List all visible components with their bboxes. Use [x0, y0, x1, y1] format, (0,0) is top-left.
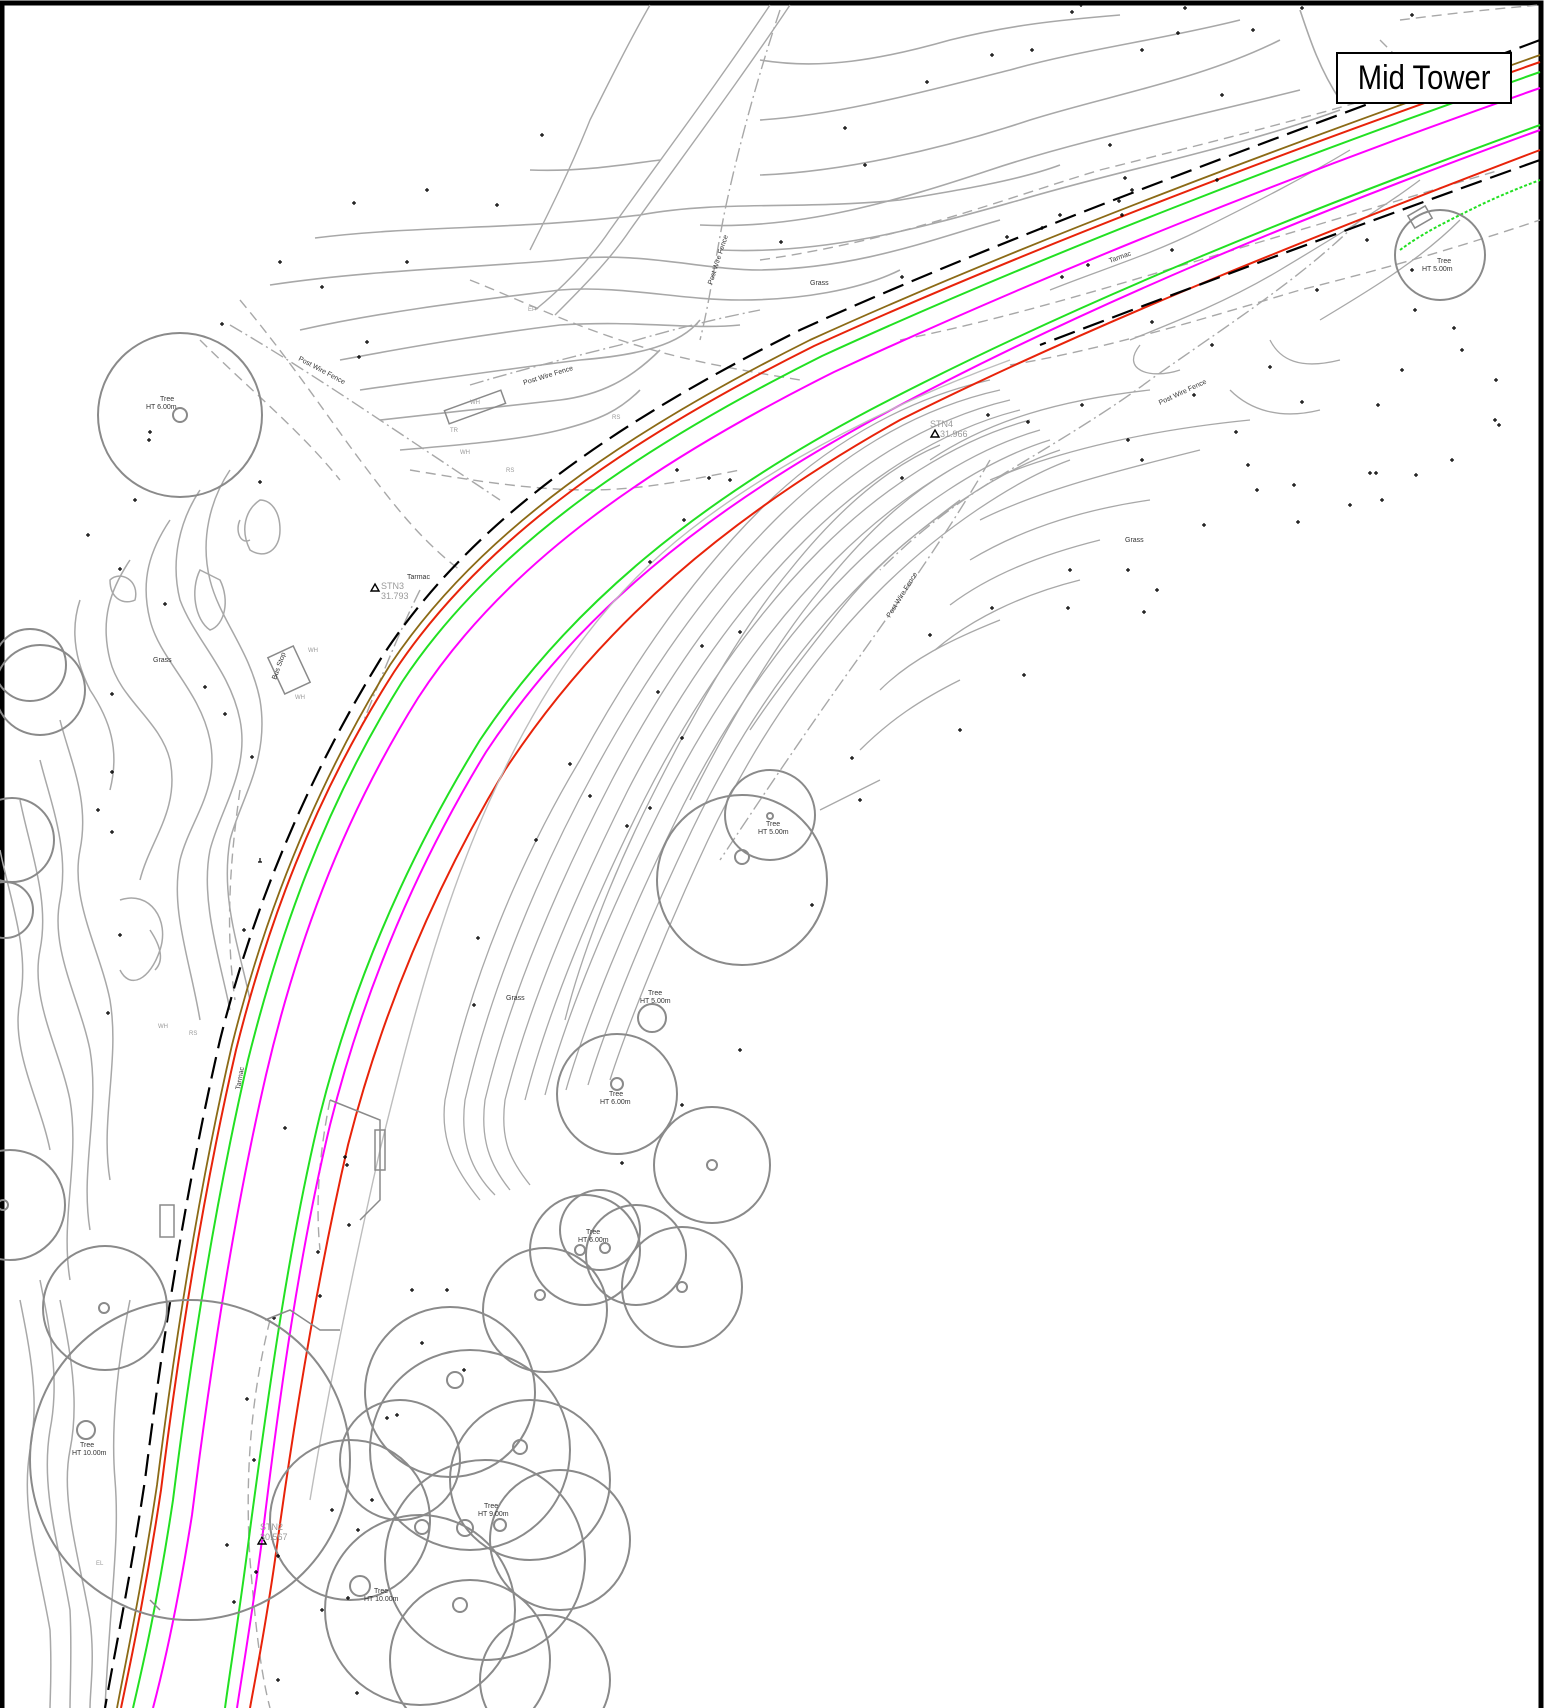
- label-station-name: STN4: [930, 419, 953, 429]
- small-features: [149, 204, 1434, 1611]
- label-wh: WH: [158, 1024, 168, 1030]
- label-wh: WH: [308, 648, 318, 654]
- label-tree: Tree: [80, 1442, 94, 1449]
- label-bus-stop: Bus Stop: [271, 651, 287, 680]
- label-tree-height: HT 5.00m: [640, 998, 671, 1005]
- label-station-level: 30.567: [260, 1532, 288, 1542]
- road-edge-dashed-outer: [103, 38, 1541, 1708]
- label-tree: Tree: [160, 396, 174, 403]
- tree-canopy: [97, 332, 263, 498]
- road-edge-dashed-inner: [1039, 158, 1541, 347]
- label-tarmac: Tarmac: [1108, 250, 1132, 265]
- label-wh: WH: [460, 450, 470, 456]
- map-title: Mid Tower: [1357, 58, 1491, 97]
- label-wh: WH: [470, 400, 480, 406]
- tree-canopies: [0, 209, 1486, 1708]
- road-alignment-red-2: [249, 149, 1541, 1708]
- label-tree-height: HT 9.00m: [478, 1511, 509, 1518]
- label-wh: WH: [295, 695, 305, 701]
- label-tree-height: HT 6.00m: [146, 404, 177, 411]
- label-el: EL: [96, 1561, 104, 1567]
- label-tree-height: HT 6.00m: [578, 1237, 609, 1244]
- label-ep: EP: [528, 307, 536, 313]
- map-labels: Tarmac Tarmac Tarmac Grass Grass Grass G…: [72, 234, 1453, 1603]
- label-fence: Post Wire Fence: [523, 365, 575, 387]
- contours-upper: [269, 9, 1341, 451]
- fence-lines: [229, 9, 1361, 861]
- label-tree-height: HT 6.00m: [600, 1099, 631, 1106]
- label-tree: Tree: [648, 990, 662, 997]
- label-grass: Grass: [810, 280, 829, 287]
- label-tarmac: Tarmac: [235, 1066, 246, 1090]
- label-rs: RS: [612, 415, 620, 421]
- label-fence: Post Wire Fence: [1158, 379, 1208, 407]
- label-station-name: STN2: [260, 1522, 283, 1532]
- spot-heights: [86, 3, 1501, 1695]
- tree-canopy: [656, 794, 828, 966]
- tree-canopy: [653, 1106, 771, 1224]
- label-tarmac: Tarmac: [407, 574, 430, 581]
- label-tree: Tree: [766, 821, 780, 828]
- label-tree: Tree: [586, 1229, 600, 1236]
- label-tree: Tree: [1437, 258, 1451, 265]
- label-tree-height: HT 10.00m: [364, 1596, 399, 1603]
- map-title-box: Mid Tower: [1336, 52, 1512, 104]
- label-fence: Post Wire Fence: [886, 571, 919, 619]
- label-tree-height: HT 10.00m: [72, 1450, 107, 1457]
- label-grass: Grass: [1125, 537, 1144, 544]
- tree-canopy: [556, 1033, 678, 1155]
- label-fence: Post Wire Fence: [707, 234, 730, 285]
- station-marker-stn3: [369, 582, 381, 592]
- tree-canopy: [621, 1226, 743, 1348]
- label-tree: Tree: [374, 1588, 388, 1595]
- tree-canopy: [1394, 209, 1486, 301]
- double-track: [529, 4, 791, 316]
- road-alignment-magenta-2: [236, 129, 1541, 1708]
- label-station-name: STN3: [381, 581, 404, 591]
- label-tree: Tree: [484, 1503, 498, 1510]
- label-tree-height: HT 5.00m: [758, 829, 789, 836]
- tree-canopy: [42, 1245, 168, 1371]
- label-tree-height: HT 5.00m: [1422, 266, 1453, 273]
- label-rs: RS: [189, 1031, 197, 1037]
- contours-left: [0, 469, 281, 1708]
- label-grass: Grass: [153, 657, 172, 664]
- label-rs: RS: [506, 468, 514, 474]
- label-station-level: 31.793: [381, 591, 409, 601]
- road-alignment-magenta-1: [152, 87, 1541, 1708]
- survey-stations: [256, 428, 941, 1545]
- road-alignment-green-1: [132, 71, 1541, 1708]
- road-alignment-green-2: [224, 124, 1541, 1708]
- station-marker-stn4: [929, 428, 941, 438]
- station-marker-stn2: [256, 1535, 268, 1545]
- label-grass: Grass: [506, 995, 525, 1002]
- road-alignments: [103, 38, 1541, 1708]
- label-tr: TR: [450, 428, 459, 434]
- road-alignment-red-1: [120, 61, 1541, 1708]
- label-tree: Tree: [609, 1091, 623, 1098]
- dashed-boundaries: [199, 4, 1541, 1708]
- slope-contours: [443, 149, 1461, 1201]
- label-station-level: 31.966: [940, 429, 968, 439]
